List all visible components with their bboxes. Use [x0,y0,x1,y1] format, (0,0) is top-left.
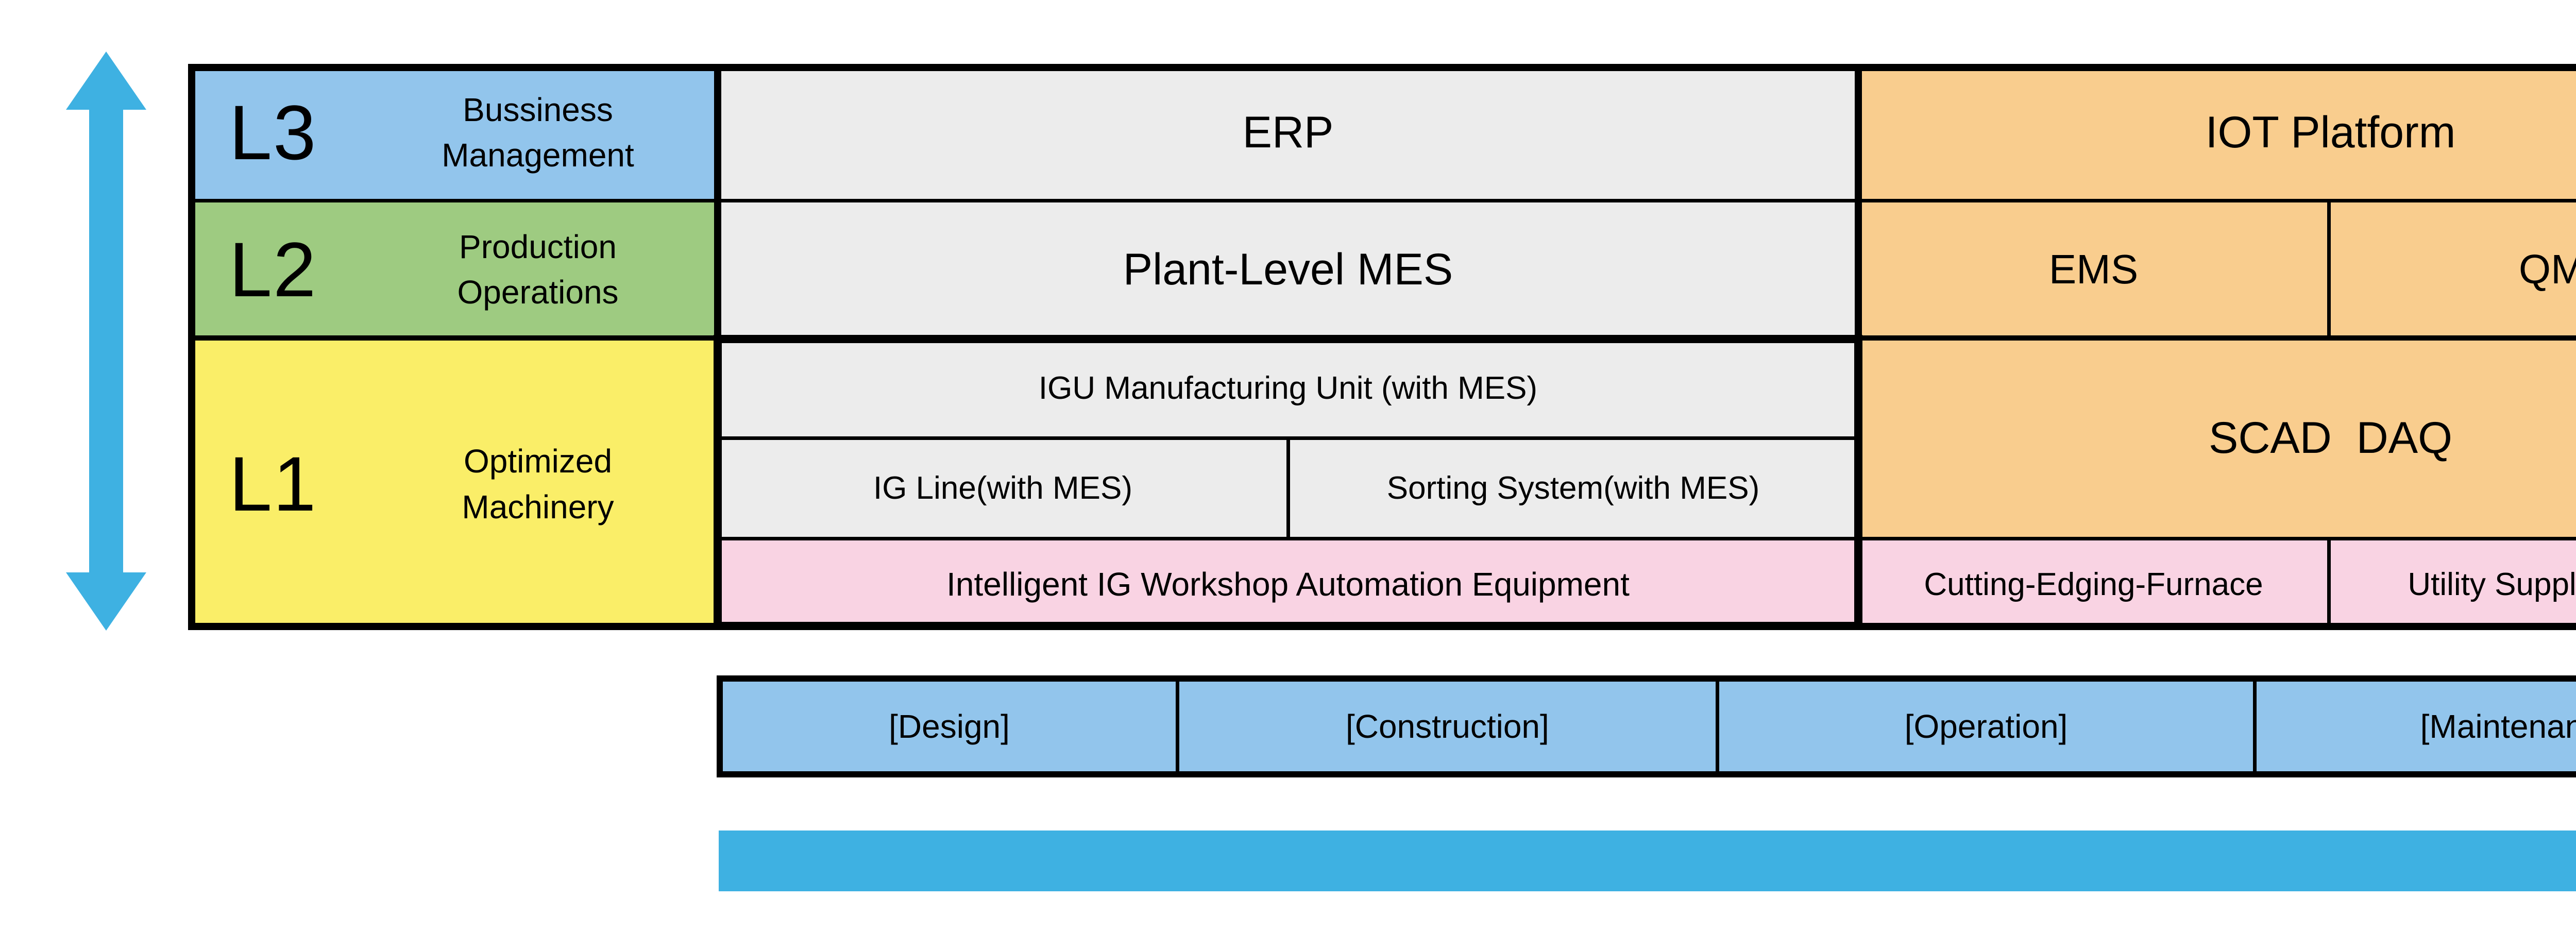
phase-maintenance-label: [Maintenance] [2420,708,2576,745]
lifecycle-strip: [Design] [Construction] [Operation] [Mai… [717,675,2576,777]
vertical-double-arrow-shape [66,52,146,631]
phase-design: [Design] [723,682,1176,771]
level-desc-l1-line2: Machinery [462,488,614,526]
cell-scada-daq: SCAD DAQ [1858,338,2576,538]
level-code-l1: L1 [229,440,317,527]
cell-igu-unit: IGU Manufacturing Unit (with MES) [718,338,1858,438]
level-desc-l2-line2: Operations [457,274,619,311]
divider-line-ems-qms [2327,201,2331,338]
intelligent-equipment-label: Intelligent IG Workshop Automation Equip… [946,566,1630,603]
plant-mes-label: Plant-Level MES [1123,244,1453,294]
level-desc-l2: Production Operations [358,224,718,315]
utility-supply-label: Utility Supply Systems [2408,566,2576,602]
divider-line-pink-row [718,537,2576,540]
cell-erp: ERP [718,64,1858,201]
lifecycle-flow-arrow-icon [719,831,2576,891]
scada-daq-label: SCAD DAQ [2208,413,2453,463]
sorting-system-label: Sorting System(with MES) [1386,470,1760,506]
cell-sorting-system: Sorting System(with MES) [1288,438,1858,538]
divider-line-cutting-utility [2327,538,2331,630]
cell-utility-supply: Utility Supply Systems [2329,538,2576,630]
level-desc-l1: Optimized Machinery [358,438,718,530]
phase-construction-label: [Construction] [1345,708,1549,745]
cell-intelligent-equipment: Intelligent IG Workshop Automation Equip… [718,538,1858,630]
cell-plant-mes: Plant-Level MES [718,201,1858,338]
phase-maintenance: [Maintenance] [2253,682,2576,771]
erp-label: ERP [1242,107,1334,157]
level-desc-l1-line1: Optimized [463,443,613,480]
level-desc-l3-line2: Management [442,137,634,174]
ig-workshop-block-border [714,335,1862,630]
qms-label: QMS [2518,246,2576,292]
cell-ems: EMS [1858,201,2329,338]
phase-operation-label: [Operation] [1904,708,2068,745]
level-desc-l3: Bussiness Management [358,87,718,178]
level-code-l3: L3 [229,89,317,176]
level-code-l2: L2 [229,226,317,313]
phase-design-label: [Design] [889,708,1010,745]
level-desc-l3-line1: Bussiness [463,91,613,128]
level-desc-l2-line1: Production [459,228,617,265]
cell-l3-label: L3 Bussiness Management [188,64,718,201]
cell-iot-platform: IOT Platform [1858,64,2576,201]
iot-platform-label: IOT Platform [2205,107,2456,157]
cutting-edging-furnace-label: Cutting-Edging-Furnace [1924,566,2263,602]
cell-ig-line: IG Line(with MES) [718,438,1288,538]
right-arrow-shape [719,831,2576,891]
ig-line-label: IG Line(with MES) [873,470,1133,506]
cell-qms: QMS [2329,201,2576,338]
phase-construction: [Construction] [1176,682,1716,771]
cell-l2-label: L2 Production Operations [188,201,718,338]
cell-cutting-edging-furnace: Cutting-Edging-Furnace [1858,538,2329,630]
ems-label: EMS [2048,246,2139,292]
divider-line-igline-sorting [1286,438,1290,538]
divider-line-l3-l2 [188,199,2576,202]
cell-l1-label: L1 Optimized Machinery [188,338,718,630]
level-axis-arrow-icon [66,52,146,631]
igu-unit-label: IGU Manufacturing Unit (with MES) [1038,370,1538,406]
phase-operation: [Operation] [1715,682,2253,771]
